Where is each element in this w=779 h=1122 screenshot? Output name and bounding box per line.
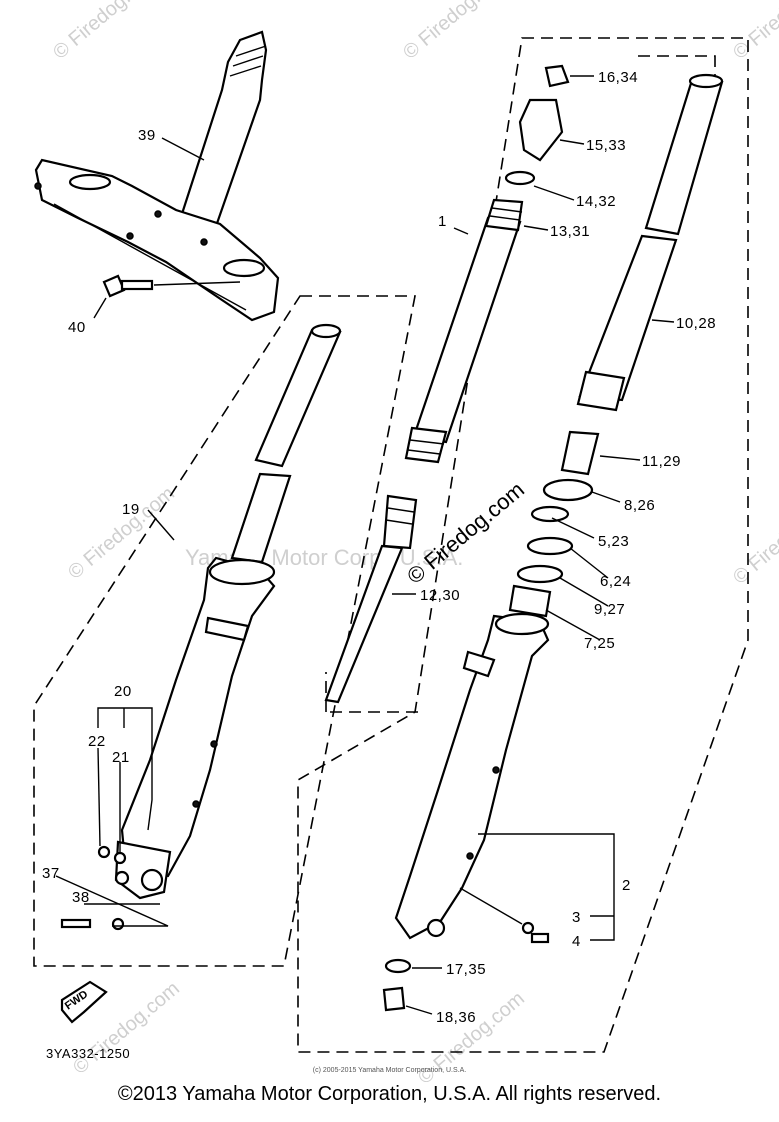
watermark-brand: © Firedog.com <box>49 0 164 64</box>
left-fork-leg <box>114 323 342 900</box>
watermark-brand: © Firedog.com <box>729 0 779 64</box>
callout-21: 21 <box>112 749 130 766</box>
washer-3 <box>521 921 535 935</box>
right-fork-leg <box>394 612 550 940</box>
watermark-brand: © Firedog.com <box>399 0 514 64</box>
bolt-40 <box>102 274 241 298</box>
watermark-brand: © Firedog.com <box>729 487 779 588</box>
callout-17-35: 17,35 <box>446 961 486 978</box>
callout-1: 1 <box>438 213 447 230</box>
callout-39: 39 <box>138 127 156 144</box>
left-assembly-outline <box>33 295 416 967</box>
callout-8-26: 8,26 <box>624 497 655 514</box>
bolt-18 <box>382 986 406 1012</box>
right-fork-internals <box>324 64 570 704</box>
callout-40: 40 <box>68 319 86 336</box>
callout-22: 22 <box>88 733 106 750</box>
callout-38: 38 <box>72 889 90 906</box>
bolt-4 <box>530 932 550 944</box>
callout-3: 3 <box>572 909 581 926</box>
callout-2: 2 <box>622 877 631 894</box>
diagram-code: 3YA332-1250 <box>46 1046 130 1061</box>
bolt-37 <box>60 918 92 929</box>
callout-18-36: 18,36 <box>436 1009 476 1026</box>
screw-22 <box>97 845 111 859</box>
washer-17 <box>384 958 412 974</box>
callout-15-33: 15,33 <box>586 137 626 154</box>
washer-21 <box>113 851 127 865</box>
seals <box>508 430 600 618</box>
fwd-arrow-icon: FWD <box>60 980 108 1024</box>
callout-14-32: 14,32 <box>576 193 616 210</box>
callout-9-27: 9,27 <box>594 601 625 618</box>
callout-16-34: 16,34 <box>598 69 638 86</box>
leader-lines <box>55 75 675 1015</box>
callout-12-30: 12,30 <box>420 587 460 604</box>
callout-11-29: 11,29 <box>642 453 681 470</box>
callout-37: 37 <box>42 865 60 882</box>
callout-20: 20 <box>114 683 132 700</box>
watermark-brand: © Firedog.com <box>64 482 179 583</box>
copyright-footer: ©2013 Yamaha Motor Corporation, U.S.A. A… <box>117 1083 662 1105</box>
washer-38 <box>111 917 125 931</box>
steering-stem <box>34 30 280 322</box>
small-copyright-note: (c) 2005-2015 Yamaha Motor Corporation, … <box>312 1067 467 1074</box>
callout-7-25: 7,25 <box>584 635 615 652</box>
callout-6-24: 6,24 <box>600 573 631 590</box>
tube-outline <box>638 55 716 75</box>
callout-10-28: 10,28 <box>676 315 716 332</box>
watermark-brand-dark: © Firedog.com <box>402 477 529 589</box>
callout-5-23: 5,23 <box>598 533 629 550</box>
right-assembly-outline <box>297 37 749 1053</box>
callout-19: 19 <box>122 501 140 518</box>
callout-4: 4 <box>572 933 581 950</box>
callout-13-31: 13,31 <box>550 223 590 240</box>
callouts: 39 40 19 20 22 21 37 38 1 16,34 15,33 14… <box>42 69 716 1061</box>
inner-tube-10 <box>576 73 724 412</box>
